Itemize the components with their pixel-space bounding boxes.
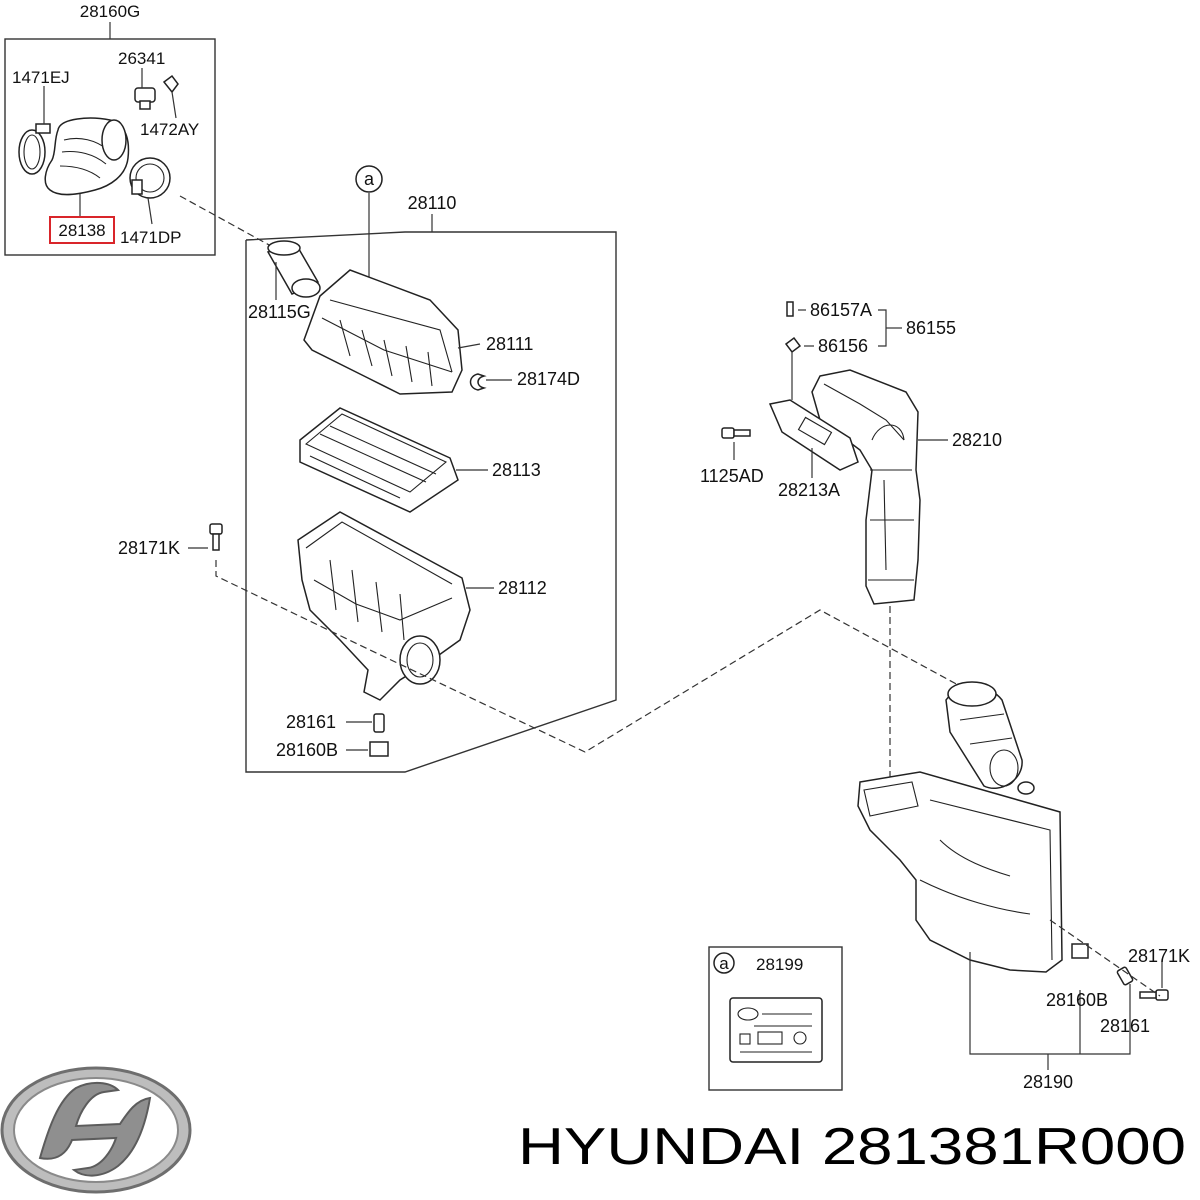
label-box-28199: a 28199 (708, 946, 843, 1091)
inset-28160G: 28160G 1471EJ 26341 1472AY 28138 1471DP (4, 2, 216, 256)
label-86157A: 86157A (810, 300, 872, 320)
label-28160B-right: 28160B (1046, 990, 1108, 1010)
label-28110: 28110 (408, 193, 457, 213)
brand-title: HYUNDAI 281381R000 (518, 1118, 1186, 1176)
resonator-28190: 28190 28160B 28161 28171K (857, 681, 1190, 1092)
filter-element-28113 (299, 407, 459, 513)
label-28174D: 28174D (517, 369, 580, 389)
clip-28174D (469, 373, 487, 391)
upper-cover-28111 (303, 269, 463, 395)
label-28112: 28112 (498, 578, 547, 598)
label-28115G: 28115G (248, 302, 311, 322)
sensor-26341 (134, 87, 156, 103)
label-26341: 26341 (118, 49, 165, 68)
label-1125AD: 1125AD (700, 466, 764, 486)
label-28161-right: 28161 (1100, 1016, 1150, 1036)
air-cleaner-frame (245, 231, 617, 773)
label-28160B-left: 28160B (276, 740, 338, 760)
label-1471DP: 1471DP (120, 228, 181, 247)
label-a-top: a (364, 169, 375, 189)
label-86156: 86156 (818, 336, 868, 356)
bushing-28161-left (373, 713, 385, 733)
screw-86157A (786, 301, 794, 317)
grommet-28160B-right (1071, 943, 1089, 959)
resonator-body (857, 771, 1063, 973)
label-28138: 28138 (58, 221, 105, 240)
clip-86156 (784, 336, 802, 354)
grommet-28160B-left (369, 741, 389, 757)
lower-case-28112 (297, 511, 471, 701)
air-cleaner-assembly-28110: 28110 a 28115G 28111 28174D 28113 (245, 165, 617, 773)
bolt-1125AD (721, 427, 735, 439)
label-28171K-left: 28171K (118, 538, 180, 558)
callout-a (355, 165, 383, 193)
grommet-1472AY (162, 74, 179, 94)
label-28161-left: 28161 (286, 712, 336, 732)
label-28213A: 28213A (778, 480, 840, 500)
label-28113: 28113 (492, 460, 541, 480)
label-box-frame (708, 946, 843, 1091)
hyundai-logo (0, 1066, 192, 1194)
hose-clamp-left (18, 129, 46, 175)
label-28199: 28199 (756, 955, 803, 974)
label-a-box: a (719, 954, 729, 973)
bolt-28171K-right (1155, 989, 1169, 1001)
clamp-screw-left (35, 123, 51, 134)
label-28111: 28111 (486, 334, 533, 354)
label-28171K-right: 28171K (1128, 946, 1190, 966)
highlight-28138 (49, 216, 115, 244)
intake-duct-28210: 86157A 86156 86155 28210 28213A 1125AD (700, 300, 1002, 605)
label-28190: 28190 (1023, 1072, 1073, 1092)
label-1472AY: 1472AY (140, 120, 199, 139)
label-28160G: 28160G (80, 2, 141, 21)
bushing-28161-right (1116, 966, 1134, 986)
label-1471EJ: 1471EJ (12, 68, 70, 87)
bracket-28213A (768, 399, 859, 471)
label-86155: 86155 (906, 318, 956, 338)
label-28210: 28210 (952, 430, 1002, 450)
bolt-28171K-left: 28171K (118, 523, 223, 558)
